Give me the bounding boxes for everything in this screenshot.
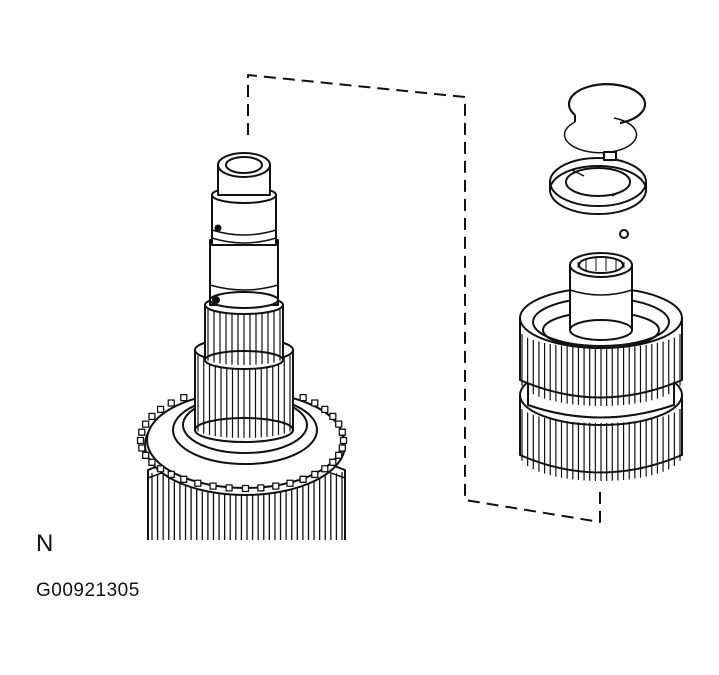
- shaft-body: [209, 152, 279, 309]
- thrust-washer: [549, 151, 647, 215]
- gear-pack: [519, 252, 683, 481]
- assembly-guide-line: [247, 74, 601, 523]
- gear-pack-upper-gear: [519, 287, 683, 406]
- shaft-upper-splines: [204, 295, 284, 370]
- mainshaft-assembly: [136, 152, 348, 540]
- detent-ball: [619, 229, 629, 239]
- figure-code: G00921305: [36, 580, 140, 601]
- gear-pack-hub: [569, 252, 633, 341]
- view-label: N: [36, 530, 54, 557]
- snap-ring: [563, 83, 647, 154]
